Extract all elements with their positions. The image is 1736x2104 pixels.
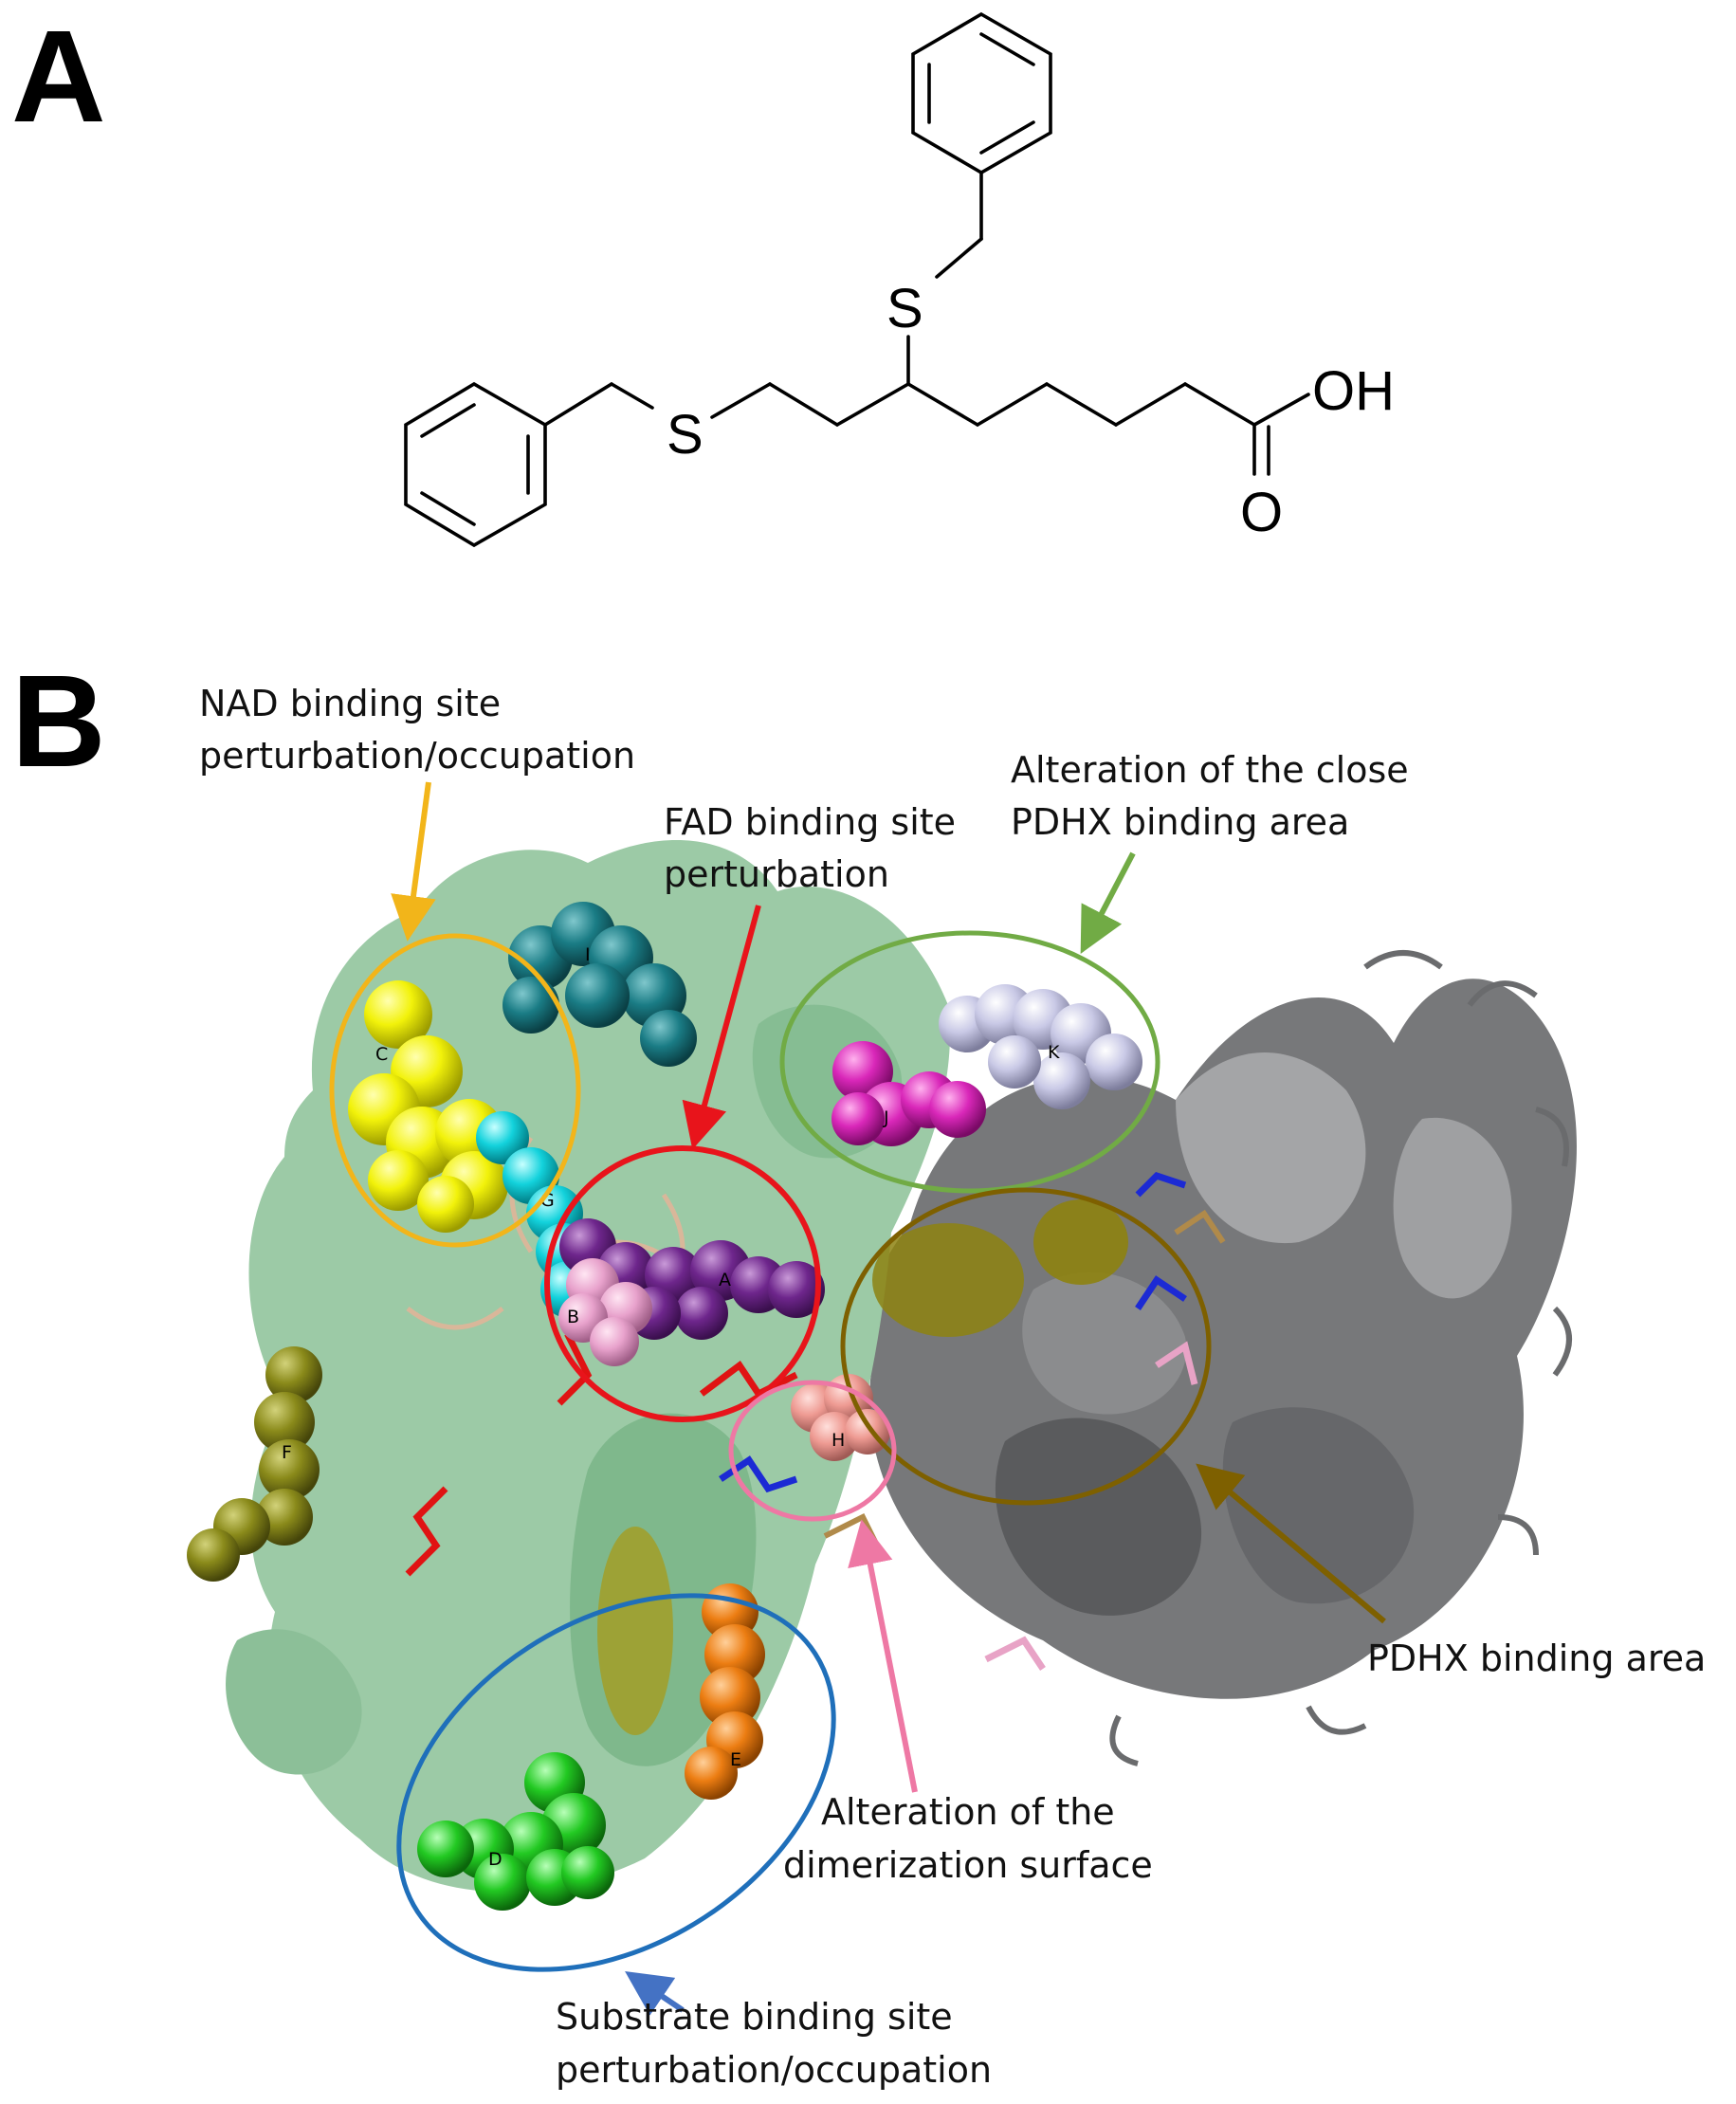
site-j-spheres xyxy=(831,1041,986,1146)
nad-site-circle xyxy=(329,933,581,1248)
substrate-arrow xyxy=(625,1970,685,2016)
site-letters: A B C D E F G H I J K xyxy=(282,944,1060,1870)
substrate-annotation-line1: Substrate binding site xyxy=(556,1996,953,2038)
pdhx-binding-circle xyxy=(840,1187,1212,1506)
site-label-d: D xyxy=(488,1849,503,1870)
dimerization-annotation-line2: dimerization surface xyxy=(783,1844,1153,1886)
substrate-annotation-line2: perturbation/occupation xyxy=(556,2049,992,2091)
site-label-j: J xyxy=(883,1107,889,1128)
upper-benzene-ring xyxy=(911,11,1052,175)
site-e-spheres xyxy=(685,1583,765,1800)
hydroxyl-label: OH xyxy=(1312,360,1395,422)
fad-annotation-line1: FAD binding site xyxy=(664,801,956,843)
upper-sulfur-atom: S xyxy=(886,278,923,339)
substrate-site-circle xyxy=(396,1593,836,1972)
lower-sulfur-atom: S xyxy=(667,404,704,466)
carbonyl-oxygen-label: O xyxy=(1240,482,1283,543)
site-label-a: A xyxy=(719,1270,731,1290)
site-label-k: K xyxy=(1048,1042,1060,1063)
site-d-spheres xyxy=(417,1752,614,1911)
lower-benzene-ring xyxy=(404,381,547,548)
grey-protein-subunit xyxy=(866,950,1577,1766)
site-c-spheres xyxy=(348,980,508,1233)
site-label-h: H xyxy=(831,1430,845,1451)
pdhx-close-circle xyxy=(779,930,1160,1194)
fad-arrow xyxy=(682,905,761,1150)
site-k-spheres xyxy=(939,984,1142,1109)
nad-annotation-line2: perturbation/occupation xyxy=(199,735,635,777)
dimerization-arrow xyxy=(848,1519,918,1793)
site-a-spheres xyxy=(559,1218,825,1340)
site-label-f: F xyxy=(282,1442,292,1463)
dimerization-circle xyxy=(728,1380,897,1522)
nad-annotation-line1: NAD binding site xyxy=(199,683,501,724)
pdhx-close-arrow xyxy=(1080,851,1136,954)
panel-label-b: B xyxy=(11,649,106,795)
pdhx-close-annotation-line1: Alteration of the close xyxy=(1011,749,1409,791)
site-f-spheres xyxy=(187,1346,322,1582)
site-b-spheres xyxy=(558,1258,652,1366)
pdhx-arrow xyxy=(1196,1463,1386,1624)
site-label-e: E xyxy=(730,1749,741,1770)
site-i-spheres xyxy=(503,902,697,1067)
panel-label-a: A xyxy=(11,4,106,150)
pdhx-close-annotation-line2: PDHX binding area xyxy=(1011,801,1349,843)
site-label-b: B xyxy=(567,1307,579,1327)
site-label-i: I xyxy=(585,944,591,965)
dimerization-annotation-line1: Alteration of the xyxy=(821,1791,1115,1833)
fad-annotation-line2: perturbation xyxy=(664,853,889,895)
nad-arrow xyxy=(391,781,436,942)
site-label-c: C xyxy=(375,1044,388,1065)
pdhx-annotation: PDHX binding area xyxy=(1367,1637,1706,1679)
chemical-structure: S S OH O xyxy=(404,11,1395,548)
